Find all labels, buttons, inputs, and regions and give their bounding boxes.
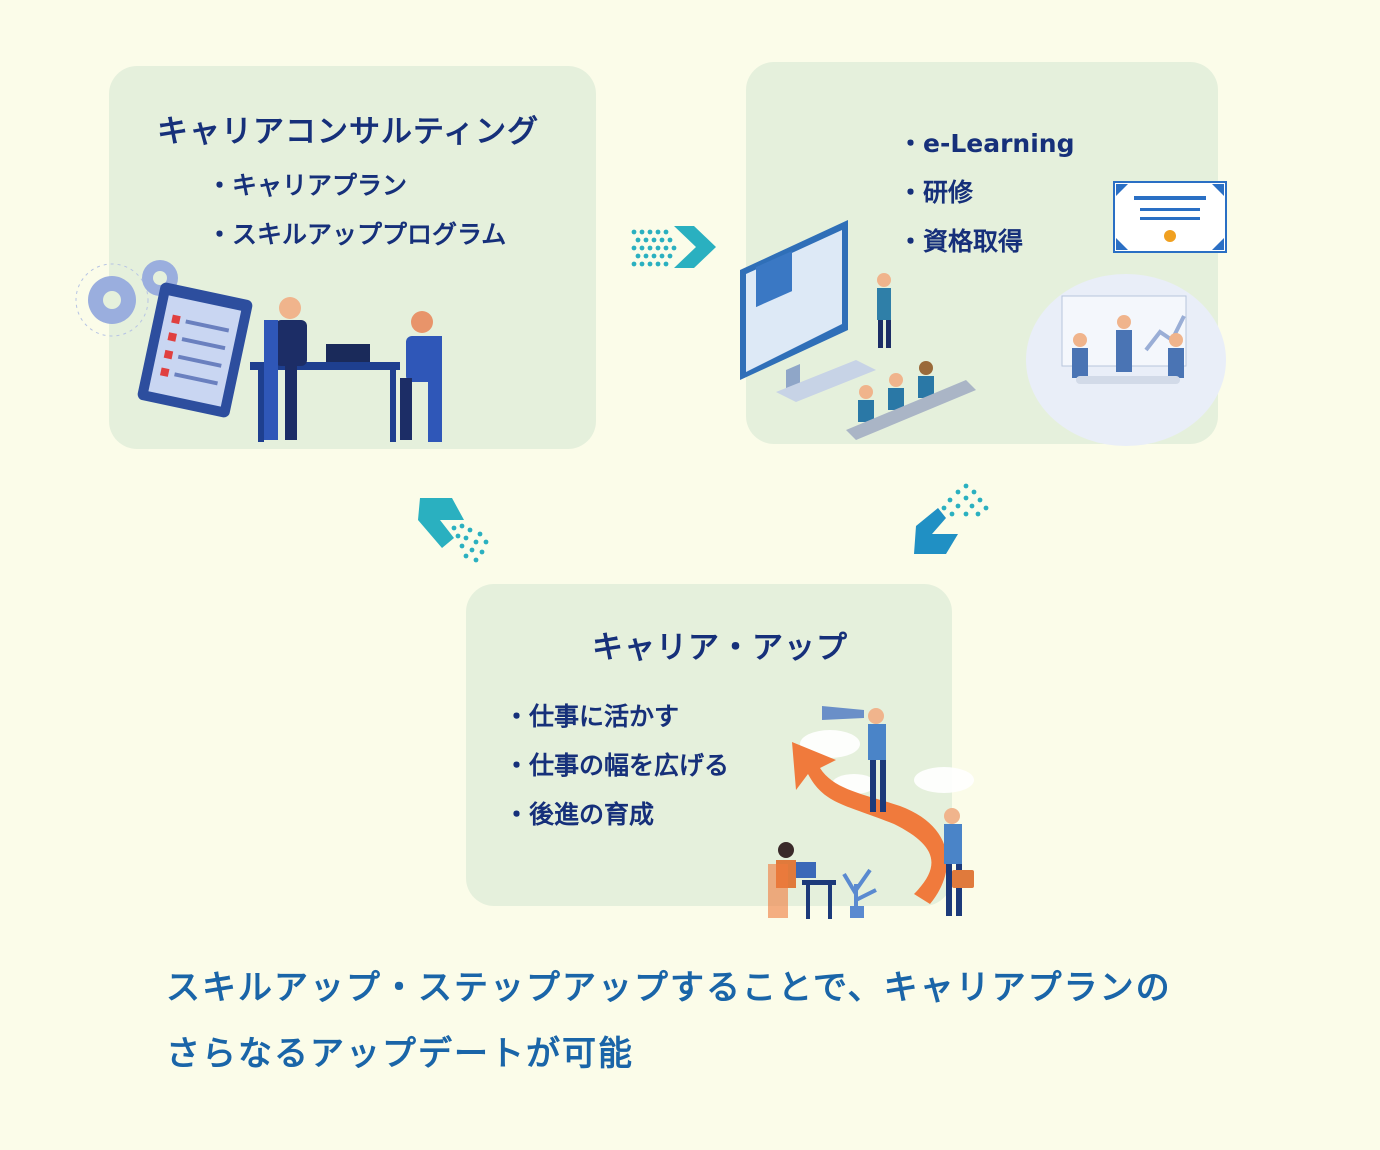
summary-text: スキルアップ・ステップアップすることで、キャリアプランの さらなるアップデートが… [166, 955, 1326, 1087]
list-item: 仕事に活かす [504, 692, 729, 741]
consulting-illustration [75, 260, 442, 442]
chevron-arrow-icon [914, 483, 989, 554]
list-item: 資格取得 [898, 217, 1075, 266]
monitor-dashboard-icon [740, 220, 876, 402]
meeting-people-icon [250, 297, 442, 442]
chevron-arrow-icon [631, 226, 716, 268]
list-item: キャリアプラン [207, 161, 506, 210]
consulting-title: キャリアコンサルティング [157, 114, 540, 150]
growth-arrow-icon [792, 742, 948, 904]
consulting-list: キャリアプラン スキルアッププログラム [207, 161, 506, 259]
learning-list: e-Learning 研修 資格取得 [898, 119, 1075, 266]
clipboard-checklist-icon [137, 282, 253, 418]
desk-worker-icon [768, 842, 877, 919]
spyglass-person-icon [822, 706, 886, 812]
learning-illustration [740, 181, 1227, 446]
summary-line-1: スキルアップ・ステップアップすることで、キャリアプランの [166, 968, 1172, 1008]
summary-line-2: さらなるアップデートが可能 [166, 1034, 634, 1074]
career-up-title: キャリア・アップ [592, 630, 848, 666]
career-up-illustration [768, 706, 974, 919]
conference-table-icon [1026, 274, 1226, 446]
list-item: 後進の育成 [504, 790, 729, 839]
list-item: 研修 [898, 168, 1075, 217]
chevron-arrow-icon [418, 498, 489, 563]
career-up-list: 仕事に活かす 仕事の幅を広げる 後進の育成 [504, 692, 729, 839]
list-item: 仕事の幅を広げる [504, 741, 729, 790]
presentation-audience-icon [846, 273, 976, 440]
certificate-icon [1113, 181, 1227, 253]
list-item: e-Learning [898, 119, 1074, 168]
list-item: スキルアッププログラム [207, 210, 506, 259]
businessperson-briefcase-icon [944, 808, 974, 916]
